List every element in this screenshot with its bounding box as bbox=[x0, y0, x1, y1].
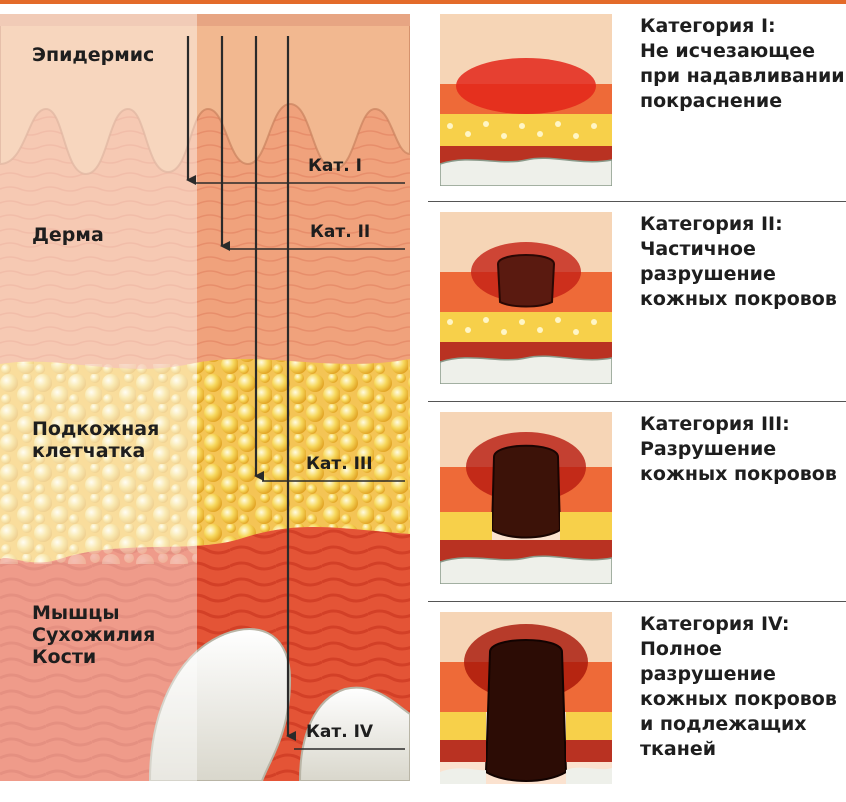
category-4-title: Категория IV: bbox=[640, 612, 846, 637]
depth-marker-cat-4: Кат. IV bbox=[306, 722, 373, 742]
category-2-body: Частичное разрушение кожных покровов bbox=[640, 237, 846, 312]
panel-divider-1 bbox=[428, 201, 846, 202]
category-1-illustration bbox=[440, 14, 612, 186]
category-panel-2: Категория II: Частичное разрушение кожны… bbox=[440, 212, 846, 402]
category-1-title: Категория I: bbox=[640, 14, 846, 39]
depth-marker-cat-1: Кат. I bbox=[308, 156, 362, 176]
category-3-description: Категория III: Разрушение кожных покрово… bbox=[640, 412, 846, 487]
layer-label-subcutaneous: Подкожная клетчатка bbox=[32, 418, 159, 462]
skin-cross-section: Эпидермис Дерма Подкожная клетчатка Мышц… bbox=[0, 14, 410, 781]
category-4-description: Категория IV: Полное разрушение кожных п… bbox=[640, 612, 846, 762]
category-1-body: Не исчезающее при надавливании покраснен… bbox=[640, 39, 846, 114]
category-3-body: Разрушение кожных покровов bbox=[640, 437, 846, 487]
category-panel-1: Категория I: Не исчезающее при надавлива… bbox=[440, 14, 846, 204]
depth-marker-cat-3: Кат. III bbox=[306, 454, 373, 474]
category-1-description: Категория I: Не исчезающее при надавлива… bbox=[640, 14, 846, 114]
category-panel-4: Категория IV: Полное разрушение кожных п… bbox=[440, 612, 846, 802]
layer-label-epidermis: Эпидермис bbox=[32, 44, 154, 66]
category-3-title: Категория III: bbox=[640, 412, 846, 437]
category-3-illustration bbox=[440, 412, 612, 584]
category-2-illustration bbox=[440, 212, 612, 384]
panel-divider-2 bbox=[428, 401, 846, 402]
depth-marker-cat-2: Кат. II bbox=[310, 222, 370, 242]
panel-divider-3 bbox=[428, 601, 846, 602]
category-panel-3: Категория III: Разрушение кожных покрово… bbox=[440, 412, 846, 602]
layer-label-dermis: Дерма bbox=[32, 224, 104, 246]
category-4-illustration bbox=[440, 612, 612, 784]
category-2-description: Категория II: Частичное разрушение кожны… bbox=[640, 212, 846, 312]
layer-label-deep-tissue: Мышцы Сухожилия Кости bbox=[32, 602, 155, 668]
top-accent-bar bbox=[0, 0, 846, 4]
category-4-body: Полное разрушение кожных покровов и подл… bbox=[640, 637, 846, 762]
category-2-title: Категория II: bbox=[640, 212, 846, 237]
